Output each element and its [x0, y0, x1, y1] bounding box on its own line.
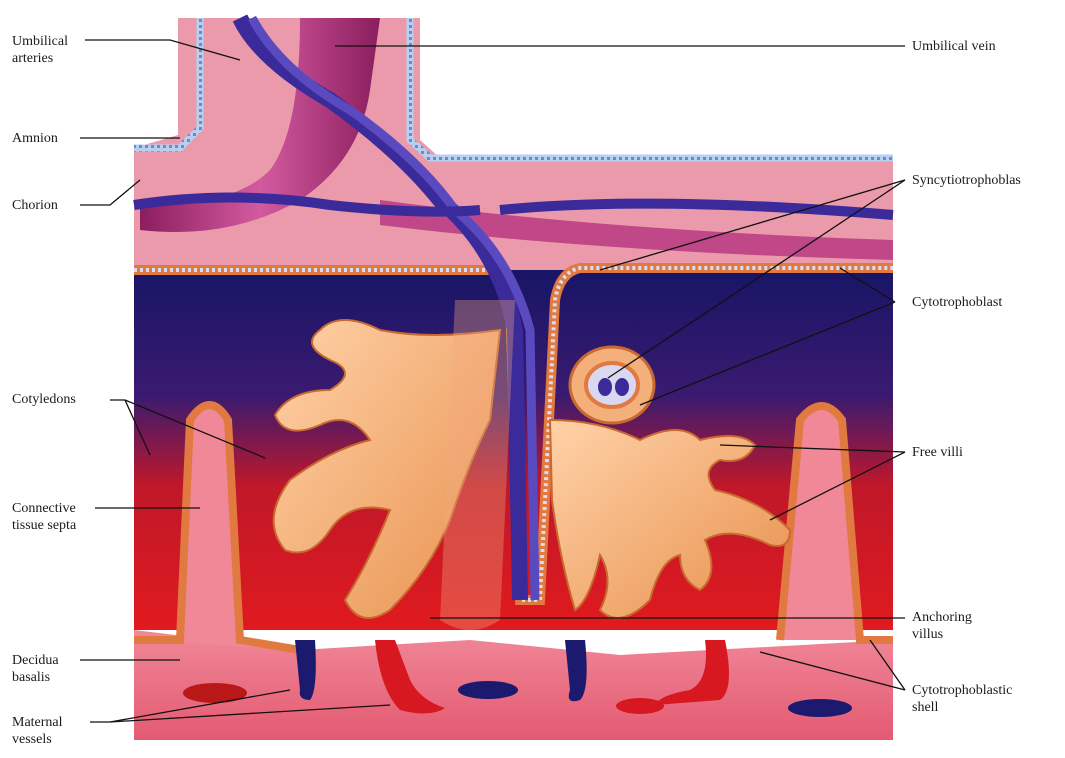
- label-connective-tissue-septa: Connective tissue septa: [12, 500, 76, 534]
- label-umbilical-arteries: Umbilical arteries: [12, 33, 68, 67]
- amnion-layer-right: [410, 18, 893, 158]
- label-decidua-basalis: Decidua basalis: [12, 652, 59, 686]
- label-free-villi: Free villi: [912, 444, 963, 461]
- label-chorion: Chorion: [12, 197, 58, 214]
- label-syncytiotrophoblast: Syncytiotrophoblas: [912, 172, 1021, 189]
- villus-cross-section: [570, 347, 654, 423]
- label-cytotrophoblast: Cytotrophoblast: [912, 294, 1002, 311]
- label-amnion: Amnion: [12, 130, 58, 147]
- label-umbilical-vein: Umbilical vein: [912, 38, 996, 55]
- label-anchoring-villus: Anchoring villus: [912, 609, 972, 643]
- label-cytotrophoblastic-shell: Cytotrophoblastic shell: [912, 682, 1012, 716]
- label-maternal-vessels: Maternal vessels: [12, 714, 63, 748]
- label-cotyledons: Cotyledons: [12, 391, 76, 408]
